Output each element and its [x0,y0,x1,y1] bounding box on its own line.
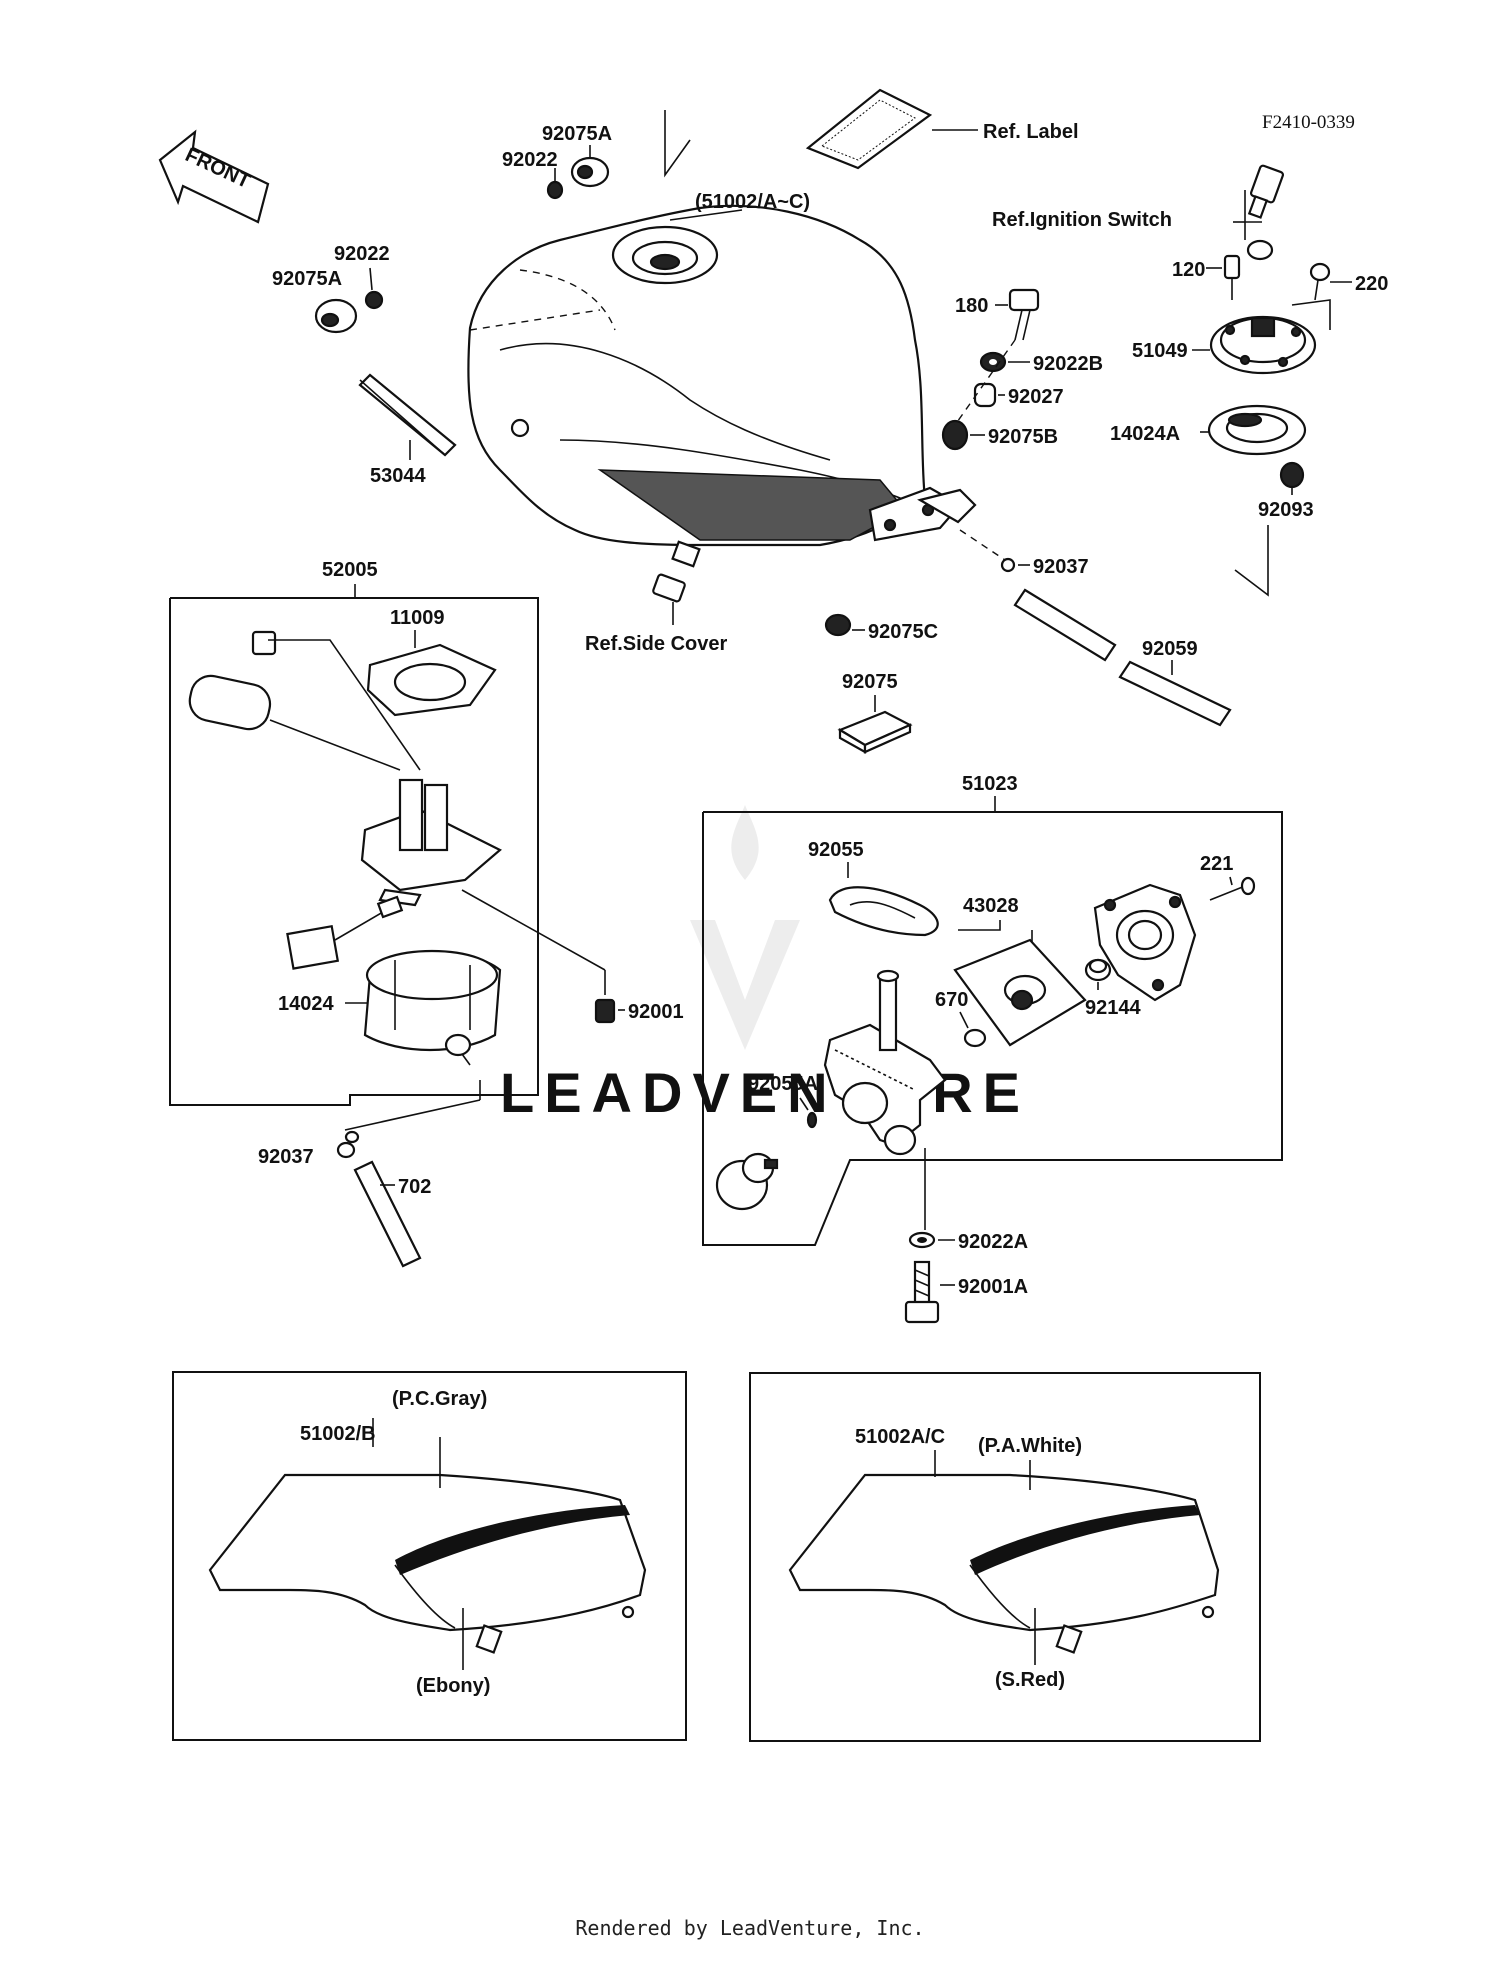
label-92055a: 92055A [748,1073,818,1095]
variant-2-part: 51002A/C [855,1426,945,1448]
gasket-14024a [1207,404,1307,456]
label-51002: (51002/A~C) [695,191,810,213]
watermark-logo [690,805,800,1050]
footer-credit: Rendered by LeadVenture, Inc. [575,1916,925,1940]
figure-code: F2410-0339 [1262,112,1355,133]
label-92022b: 92022B [1033,353,1103,375]
label-51049: 51049 [1132,340,1188,362]
label-14024: 14024 [278,993,334,1015]
gasket-92055 [828,886,939,937]
label-92075c: 92075C [868,621,938,643]
knob-fuel-cock [715,1152,779,1211]
fuel-tank [467,204,977,568]
ref-ignition-text: Ref.Ignition Switch [992,209,1172,231]
oring-670 [963,1028,987,1048]
variant-1-part: 51002/B [300,1423,376,1445]
label-92093: 92093 [1258,499,1314,521]
label-92001a: 92001A [958,1276,1028,1298]
variant-2-bottom-color: (S.Red) [995,1669,1065,1691]
variant-box-2 [749,1372,1261,1742]
label-92022-top: 92022 [502,149,558,171]
label-52005: 52005 [322,559,378,581]
fuel-pump-box [169,597,539,1106]
label-220: 220 [1355,273,1388,295]
front-arrow-icon: FRONT [158,129,270,224]
grommet-92075a-left [314,298,358,334]
variant-box-1 [172,1371,687,1741]
cover-fuel-cock [1093,883,1197,1002]
nut-92001 [594,998,616,1024]
label-92075: 92075 [842,671,898,693]
screw-220 [1309,262,1331,301]
label-92022-left: 92022 [334,243,390,265]
label-92075a-left: 92075A [272,268,342,290]
collar-92027 [973,382,997,408]
hose-702 [353,1160,422,1268]
oring-92055a [806,1111,818,1129]
collar-92022-left [364,290,384,310]
label-11009: 11009 [390,607,445,629]
fuel-pump-float-52005 [188,630,502,907]
bolt-180 [1008,288,1040,341]
label-221: 221 [1200,853,1233,875]
clamp-92037-left [336,1130,360,1159]
label-180: 180 [955,295,988,317]
variant-2-top-color: (P.A.White) [978,1435,1082,1457]
label-92144: 92144 [1085,997,1141,1019]
hose-53044 [358,373,457,457]
label-43028: 43028 [963,895,1019,917]
label-702: 702 [398,1176,431,1198]
screw-head-icon [1246,239,1274,261]
drain-92093 [1279,461,1305,489]
ref-side-cover-text: Ref.Side Cover [585,633,727,655]
washer-92022b [979,351,1007,373]
grommet-92075c [824,613,852,637]
clamp-92037-right [1000,557,1016,573]
bolt-92001a [904,1260,940,1324]
label-92027: 92027 [1008,386,1064,408]
connector-icon [286,895,404,970]
spring-92144 [1084,958,1112,982]
collar-92022-top [546,180,564,200]
label-92059: 92059 [1142,638,1198,660]
damper-92075 [837,710,913,754]
ref-label-text: Ref. Label [983,121,1079,143]
ignition-key-icon [1247,164,1285,219]
fuel-cock-box [702,811,1283,1246]
pump-bracket-14024 [363,949,502,1066]
diaphragm-43028 [953,938,1087,1047]
fuel-cock-body [823,969,947,1156]
label-92055: 92055 [808,839,864,861]
label-92075a-top: 92075A [542,123,612,145]
label-92001: 92001 [628,1001,684,1023]
hose-92059-short [1013,588,1117,662]
gasket-11009 [366,643,497,717]
variant-1-bottom-color: (Ebony) [416,1675,490,1697]
label-92075b: 92075B [988,426,1058,448]
ref-label-icon [805,88,978,170]
hose-92059 [1118,660,1232,727]
washer-92022a [908,1231,936,1249]
label-120: 120 [1172,259,1205,281]
label-53044: 53044 [370,465,426,487]
label-670: 670 [935,989,968,1011]
grommet-92075b [941,419,969,451]
bolt-120 [1223,254,1241,300]
label-92022a: 92022A [958,1231,1028,1253]
label-14024a: 14024A [1110,423,1180,445]
grommet-92075a-top [570,156,610,188]
screw-221 [1209,876,1256,901]
variant-1-top-color: (P.C.Gray) [392,1388,487,1410]
side-cover-clip-icon [652,573,686,603]
label-92037-right: 92037 [1033,556,1089,578]
label-92037-left: 92037 [258,1146,314,1168]
label-51023: 51023 [962,773,1018,795]
fuel-cap-51049 [1209,315,1317,375]
